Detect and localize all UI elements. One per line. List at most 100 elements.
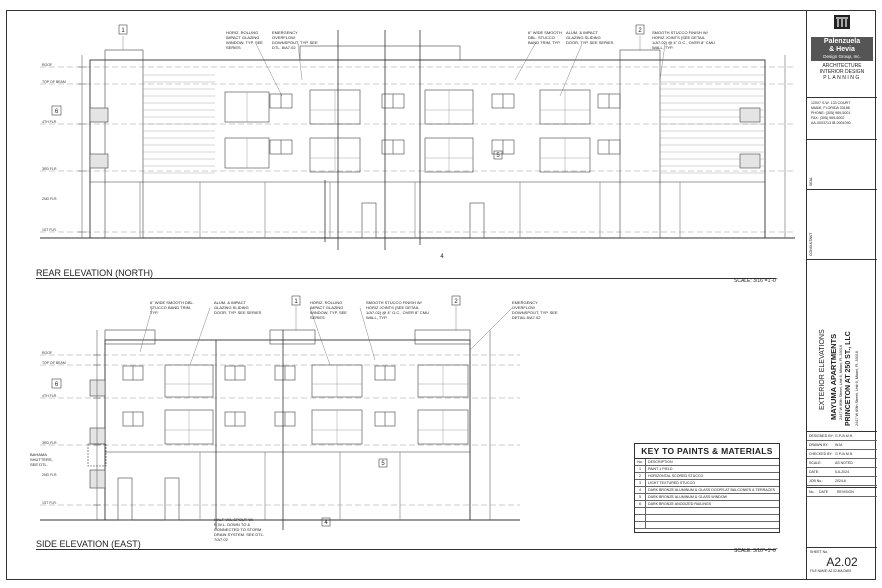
info-row: DESIGNED BY:G.P./A.M.H. <box>807 432 877 441</box>
info-label: SCALE: <box>809 461 822 465</box>
consultant-label: CONSULTANT <box>809 232 813 256</box>
key-row <box>635 515 779 522</box>
address-line: MIAMI, FLORIDA 33186 <box>811 106 850 110</box>
firm-name-line3: Design Group, Inc. <box>823 54 861 59</box>
rear-note-band: 6" WIDE SMOOTH DBL. STUCCO BAND TRIM, TY… <box>528 30 562 45</box>
address-line: AA-0003713 IB-0001090 <box>811 121 851 125</box>
drawing-info-box: DESIGNED BY:G.P./A.M.H. DRAWN BY:W.M. CH… <box>807 432 877 488</box>
rear-tag-2: 2 <box>638 28 642 34</box>
side-note-stucco: SMOOTH STUCCO FINISH W/ HORIZ JOINTS (SE… <box>366 300 429 320</box>
key-header-desc: DESCRIPTION <box>648 460 673 464</box>
owner-name: PRINCETON AT 250 ST., LLC <box>845 331 852 426</box>
service-architecture: ARCHITECTURE <box>822 63 862 69</box>
project-name: MAYUMA APARTMENTS <box>829 333 838 420</box>
key-row-desc: PAINT 1 FIELD <box>648 467 673 471</box>
side-tag-6: 6 <box>55 382 59 388</box>
info-label: DESIGNED BY: <box>809 434 834 438</box>
rear-tag-4: 4 <box>440 254 444 260</box>
rear-elevation-drawing <box>40 24 795 250</box>
service-planning: PLANNING <box>823 75 861 81</box>
rear-level-3rd: 3RD FLR. <box>42 167 58 171</box>
side-note-shutters: BAHAMA SHUTTERS, SEE DTL. <box>30 452 53 467</box>
sheet-no-label: SHEET No. <box>810 550 829 554</box>
rear-note-door: ALUM. & IMPACT GLAZING SLIDING DOOR, TYP… <box>566 30 614 45</box>
key-row-no <box>635 522 646 528</box>
side-elevation-title: SIDE ELEVATION (EAST) <box>36 539 776 550</box>
key-row-desc: LIGHT TEXTURED STUCCO <box>648 481 695 485</box>
info-label: CHECKED BY: <box>809 452 833 456</box>
info-value: AS NOTED <box>835 461 853 465</box>
rear-level-1st: 1ST FLR. <box>42 228 57 232</box>
info-row: DRAWN BY:W.M. <box>807 441 877 450</box>
rear-elevation-scale: SCALE: 3/16"=1'-0" <box>734 278 778 284</box>
info-row: DATE: 5-6-2024 <box>807 468 877 477</box>
key-to-paints-table: KEY TO PAINTS & MATERIALS No.DESCRIPTION… <box>634 443 780 533</box>
key-row-desc: DARK BRONZE ANODIZED RAILINGS <box>648 502 712 506</box>
seal-label: SEAL <box>809 177 813 186</box>
drawing-sheet <box>6 10 876 580</box>
rear-note-window: HORIZ. ROLLING IMPACT GLAZING WINDOW, TY… <box>226 30 263 50</box>
side-tag-2: 2 <box>454 299 458 305</box>
elevation-drawings: 1 2 6 4 5 1 2 6 4 5 ROOF TOP OF BEAM 4TH… <box>40 24 795 530</box>
rear-note-stucco: SMOOTH STUCCO FINISH W/ HORIZ JOINTS (SE… <box>652 30 715 50</box>
rear-tag-1: 1 <box>121 28 125 34</box>
key-header-row: No.DESCRIPTION <box>635 459 779 466</box>
rear-level-4th: 4TH FLR. <box>42 120 57 124</box>
key-row-desc: HORIZONTAL SCORED STUCCO <box>648 474 704 478</box>
key-row <box>635 508 779 515</box>
side-note-band: 6" WIDE SMOOTH DBL. STUCCO BAND TRIM, TY… <box>150 300 194 315</box>
firm-name-line1: Palenzuela <box>823 38 861 45</box>
info-label: DATE: <box>809 470 820 474</box>
rear-tag-5: 5 <box>496 153 500 159</box>
key-title: KEY TO PAINTS & MATERIALS <box>635 444 779 459</box>
key-row <box>635 522 779 529</box>
sheet-title: EXTERIOR ELEVATIONS <box>819 329 826 410</box>
info-value: W.M. <box>835 443 843 447</box>
key-row-no: 1 <box>635 466 646 472</box>
side-elevation-scale: SCALE: 3/16"=1'-0" <box>734 548 778 554</box>
side-level-1st: 1ST FLR. <box>42 501 57 505</box>
sheet-number-box: SHEET No. A2.02 FILE NAME: A2.02-MA.DWG <box>807 548 877 580</box>
revision-header-date: DATE <box>819 490 829 494</box>
file-name: FILE NAME: A2.02-MA.DWG <box>810 569 852 573</box>
address-line: PHONE: (305) 969-5001 <box>811 111 851 115</box>
key-row-desc: DARK BRONZE ALUMINUM & GLASS WINDOW <box>648 495 728 499</box>
key-row-no: 5 <box>635 494 646 500</box>
revision-header-no: No. <box>809 490 815 494</box>
sheet-number: A2.02 <box>826 555 858 569</box>
key-row-no: 2 <box>635 473 646 479</box>
key-row-desc <box>646 508 648 514</box>
rear-level-beam: TOP OF BEAM <box>42 80 66 84</box>
key-row-desc <box>646 515 648 521</box>
rear-elevation-title: REAR ELEVATION (NORTH) <box>36 268 776 279</box>
key-header-no: No. <box>635 459 646 465</box>
rear-tag-6: 6 <box>55 109 59 115</box>
title-block: Palenzuela & Hevia Design Group, Inc. AR… <box>806 10 877 580</box>
address-line: 12007 S.W. 133 COURT <box>811 101 851 105</box>
firm-logo-icon <box>834 15 850 29</box>
info-row: JOB No.:2024-6 <box>807 477 877 486</box>
info-row: CHECKED BY:G.P./A.M.H. <box>807 450 877 459</box>
firm-name-line2: & Hevia <box>829 46 855 53</box>
info-row: SCALE: AS NOTED <box>807 459 877 468</box>
side-note-overflow: EMERGENCY OVERFLOW DOWNSPOUT, TYP. SEE D… <box>512 300 558 320</box>
rear-level-roof: ROOF <box>42 63 52 67</box>
side-note-door: ALUM. & IMPACT GLAZING SLIDING DOOR, TYP… <box>214 300 262 315</box>
key-row-no: 6 <box>635 501 646 507</box>
rear-note-downspout: EMERGENCY OVERFLOW DOWNSPOUT, TYP. SEE D… <box>272 30 318 50</box>
side-tag-4: 4 <box>324 520 328 526</box>
side-tag-5: 5 <box>381 461 385 467</box>
service-interior: INTERIOR DESIGN <box>819 69 865 75</box>
side-level-beam: TOP OF BEAM <box>42 361 66 365</box>
key-row-no <box>635 515 646 521</box>
address-line: FAX: (305) 969-5002 <box>811 116 845 120</box>
side-elevation-drawing <box>40 295 520 530</box>
key-row-no: 3 <box>635 480 646 486</box>
info-value: 5-6-2024 <box>835 470 850 474</box>
side-note-window: HORIZ. ROLLING IMPACT GLAZING WINDOW, TY… <box>310 300 347 320</box>
project-address: 2447 W 80th Street, Unit 6, Miami, FL 33… <box>839 345 843 420</box>
